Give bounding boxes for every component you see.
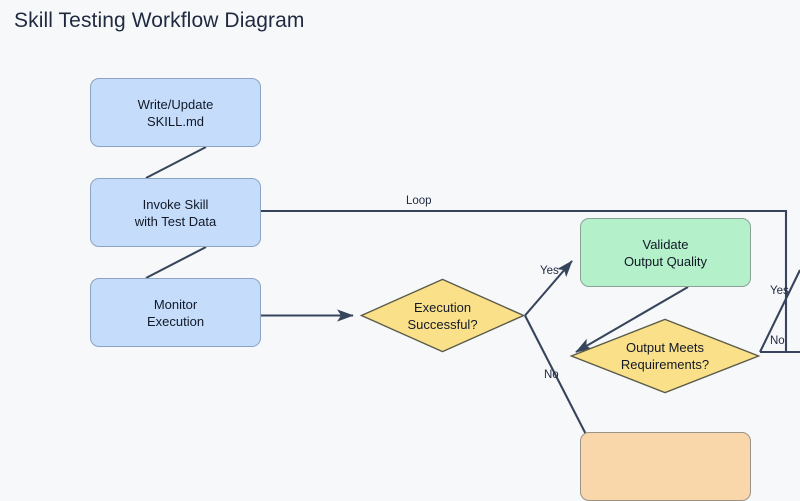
edge-label-no-execution: No (544, 369, 559, 381)
edge-decision-no-to-analyze (524, 315, 595, 451)
edge-layer (145, 146, 800, 451)
edge-label-no-output: No (770, 335, 785, 347)
edge-decision-yes-to-validate (524, 260, 573, 317)
node-output-meets-requirements[interactable]: Output Meets Requirements? (569, 318, 761, 394)
edge-write-to-invoke (145, 146, 207, 179)
node-execution-successful[interactable]: Execution Successful? (359, 278, 526, 353)
edge-requirements-yes (759, 269, 800, 353)
edge-label-yes-output: Yes (770, 285, 789, 297)
edge-label-yes-execution: Yes (540, 265, 559, 277)
node-validate-output-quality[interactable]: Validate Output Quality (580, 218, 751, 287)
diamond-shape (359, 278, 526, 353)
node-analyze[interactable] (580, 432, 751, 501)
node-write-skill[interactable]: Write/Update SKILL.md (90, 78, 261, 147)
edge-loop-back (261, 209, 788, 352)
edge-invoke-to-monitor (145, 246, 207, 279)
diagram-canvas: Skill Testing Workflow Diagram (14, 9, 800, 501)
node-monitor-execution[interactable]: Monitor Execution (90, 278, 261, 347)
node-invoke-skill[interactable]: Invoke Skill with Test Data (90, 178, 261, 247)
page-title: Skill Testing Workflow Diagram (14, 9, 305, 32)
edge-label-loop: Loop (406, 195, 432, 207)
edge-validate-to-requirements (575, 286, 689, 353)
diamond-shape (569, 318, 761, 394)
